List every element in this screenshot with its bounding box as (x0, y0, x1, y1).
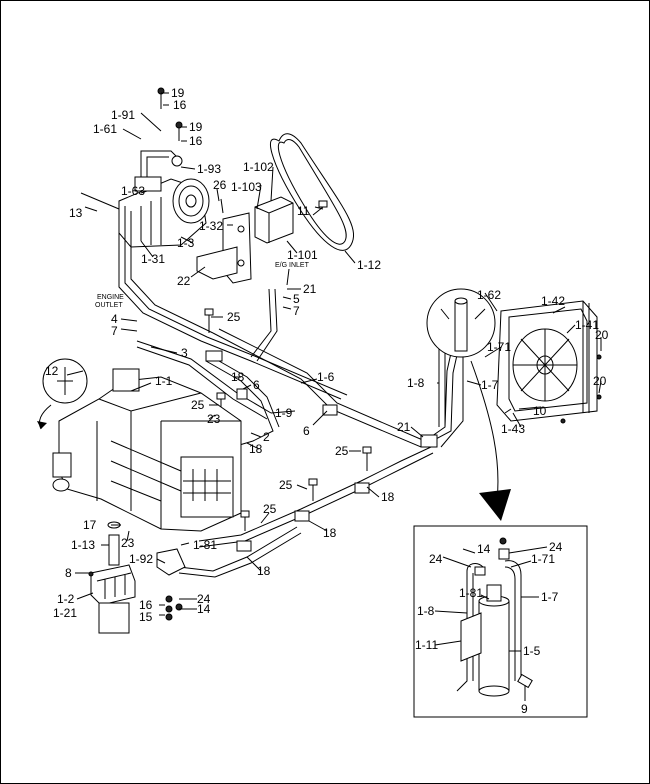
label-21: 21 (397, 420, 411, 434)
inset-label-14: 14 (477, 542, 491, 556)
label-1-12: 1-12 (357, 258, 381, 272)
label-22: 22 (177, 274, 191, 288)
label-11: 11 (297, 204, 310, 218)
label-2: 2 (263, 430, 270, 444)
label-24: 24 (197, 592, 211, 606)
label-10: 10 (533, 404, 547, 418)
label-20: 20 (595, 328, 609, 342)
label-16: 16 (189, 134, 203, 148)
inset-label-24: 24 (429, 552, 443, 566)
label-16: 16 (173, 98, 187, 112)
label-23: 23 (121, 536, 135, 550)
label-1-62: 1-62 (477, 288, 501, 302)
note-engine: ENGINE (97, 294, 124, 301)
label-1-91: 1-91 (111, 108, 135, 122)
label-19: 19 (189, 120, 203, 134)
label-16: 16 (139, 598, 153, 612)
label-1-42: 1-42 (541, 294, 565, 308)
idler-block (254, 196, 294, 244)
label-1-71: 1-71 (487, 340, 511, 354)
label-6: 6 (253, 378, 260, 392)
label-23: 23 (207, 412, 221, 426)
label-5: 5 (293, 292, 300, 306)
label-25: 25 (335, 444, 349, 458)
detail-inset (413, 525, 588, 718)
inset-label-1-11: 1-11 (415, 638, 438, 652)
inset-label-9: 9 (521, 702, 528, 716)
label-1-61: 1-61 (93, 122, 117, 136)
label-18: 18 (381, 490, 395, 504)
label-15: 15 (139, 610, 153, 624)
inset-label-1-8: 1-8 (417, 604, 435, 618)
label-17: 17 (83, 518, 97, 532)
inset-label-1-5: 1-5 (523, 644, 541, 658)
label-7: 7 (293, 304, 300, 318)
inset-label-24: 24 (549, 540, 563, 554)
label-26: 26 (213, 178, 227, 192)
label-1-6: 1-6 (317, 370, 335, 384)
inset-label-1-7: 1-7 (541, 590, 559, 604)
inset-label-1-71: 1-71 (531, 552, 555, 566)
label-12: 12 (45, 364, 59, 378)
label-6: 6 (303, 424, 310, 438)
label-1-43: 1-43 (501, 422, 525, 436)
label-1-3: 1-3 (177, 236, 195, 250)
label-1-41: 1-41 (575, 318, 599, 332)
label-1-103: 1-103 (231, 180, 262, 194)
heater-unit (52, 368, 242, 532)
left-parts (88, 521, 186, 634)
label-18: 18 (257, 564, 271, 578)
receiver-drier (426, 288, 511, 521)
label-8: 8 (65, 566, 72, 580)
compressor (118, 150, 210, 248)
label-3: 3 (181, 346, 188, 360)
label-1-92: 1-92 (129, 552, 153, 566)
label-18: 18 (249, 442, 263, 456)
compressor-bracket (196, 212, 252, 284)
label-18: 18 (323, 526, 337, 540)
label-4: 4 (111, 312, 118, 326)
label-1-2: 1-2 (57, 592, 75, 606)
label-1-81: 1-81 (193, 538, 217, 552)
label-7: 7 (111, 324, 118, 338)
label-1-21: 1-21 (53, 606, 77, 620)
drive-belt (269, 133, 355, 251)
inset-label-1-81: 1-81 (459, 586, 483, 600)
label-25: 25 (279, 478, 293, 492)
label-1-9: 1-9 (275, 406, 293, 420)
label-1-102: 1-102 (243, 160, 274, 174)
label-19: 19 (171, 86, 185, 100)
label-25: 25 (263, 502, 277, 516)
label-1-31: 1-31 (141, 252, 165, 266)
label-1-13: 1-13 (71, 538, 95, 552)
leader-lines (66, 92, 602, 701)
label-1-93: 1-93 (197, 162, 221, 176)
condenser (496, 300, 602, 424)
part-labels: 19 16 1-91 1-61 19 16 1-93 1-63 13 26 1-… (45, 86, 609, 716)
note-outlet: OUTLET (95, 302, 123, 309)
label-1-32: 1-32 (199, 219, 223, 233)
note-eg-inlet: E/G INLET (275, 262, 310, 269)
label-21: 21 (303, 282, 317, 296)
label-1-8: 1-8 (407, 376, 425, 390)
label-25: 25 (191, 398, 205, 412)
label-1-101: 1-101 (287, 248, 318, 262)
label-14: 14 (197, 602, 211, 616)
label-1-63: 1-63 (121, 184, 145, 198)
label-1-1: 1-1 (155, 374, 173, 388)
label-13: 13 (69, 206, 83, 220)
label-1-7: 1-7 (481, 378, 499, 392)
callout-circle-12 (37, 358, 88, 430)
label-25: 25 (227, 310, 241, 324)
label-18: 18 (231, 370, 245, 384)
label-20: 20 (593, 374, 607, 388)
